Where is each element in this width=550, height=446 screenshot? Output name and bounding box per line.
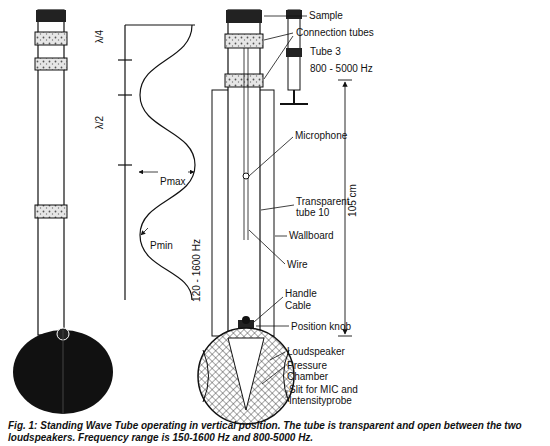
label: Loudspeaker [287,346,345,357]
right-tube [212,10,274,336]
label: Pmin [150,240,173,251]
label: Pressure Chamber [287,360,347,382]
label: λ/4 [95,29,106,42]
label: Connection tubes [296,27,374,38]
label: Transparent tube 10 [296,196,354,218]
label: Pmax [160,176,186,187]
label: Wallboard [289,230,334,241]
label: 105 cm [346,184,357,217]
label: 800 - 5000 Hz [310,63,373,74]
left-tube [13,10,113,414]
label: Slit for MIC and Intensityprobe [289,384,389,406]
label: Tube 3 [310,46,341,57]
label: Position knob [291,321,351,332]
label: 120 - 1600 Hz [190,239,201,302]
figure-caption: Fig. 1: Standing Wave Tube operating in … [8,420,538,444]
label: Microphone [295,130,347,141]
tube-3 [280,10,308,104]
loudspeaker [198,328,294,424]
label: Wire [287,259,308,270]
label: λ/2 [95,115,106,128]
label: Sample [309,10,343,21]
standing-wave [118,25,195,300]
label: Cable [285,300,311,311]
label: Handle [285,288,317,299]
